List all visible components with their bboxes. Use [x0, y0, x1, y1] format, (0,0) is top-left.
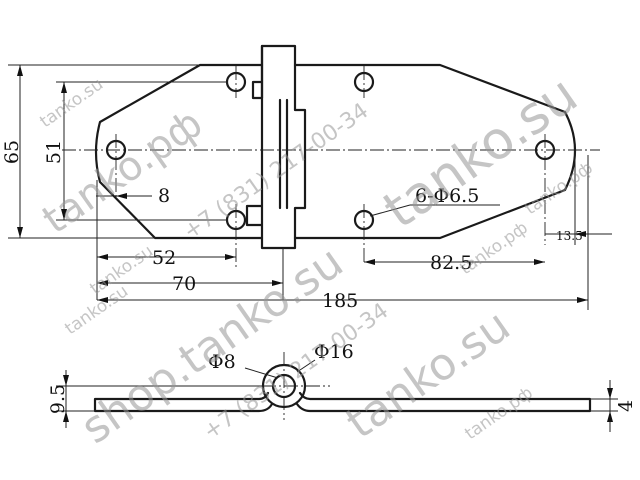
dim-70-arrow-left: [97, 280, 108, 286]
watermark-tanko-su-small-1: tanko.su: [36, 74, 107, 132]
dim-65-arrow-top: [17, 65, 23, 76]
dim-52-label: 52: [152, 247, 176, 269]
dim-9-5-arrow-bottom: [63, 411, 69, 422]
dim-4-arrow-top: [607, 388, 613, 399]
watermark-phone: +7 (831) 217-00-34: [179, 99, 373, 245]
knuckle-inner-lines: [278, 98, 289, 210]
side-view: Φ8 Φ16 9.5 4: [47, 341, 637, 432]
dim-51-arrow-bottom: [61, 209, 67, 220]
dim-185-label: 185: [322, 290, 358, 312]
dim-8-label: 8: [158, 185, 170, 207]
dim-4-label: 4: [615, 400, 637, 412]
dim-65-label: 65: [1, 140, 23, 164]
side-left-leaf: [93, 391, 274, 413]
dim-51-arrow-top: [61, 82, 67, 93]
knuckle-inner-top: [251, 44, 264, 100]
dim-185-arrow-left: [97, 297, 108, 303]
dim-82-5-label: 82.5: [430, 252, 472, 274]
dim-70-label: 70: [172, 273, 196, 295]
phi8-label: Φ8: [208, 351, 236, 373]
dim-4-arrow-bottom: [607, 411, 613, 422]
phi16-leader: [296, 359, 316, 373]
dim-82-5-arrow-left: [364, 259, 375, 265]
dim-82-5-arrow-right: [534, 259, 545, 265]
dim-9-5-arrow-top: [63, 375, 69, 386]
dim-51-label: 51: [43, 140, 65, 164]
phi16-label: Φ16: [314, 341, 354, 363]
holes-callout-leader: [369, 204, 411, 217]
watermarks: shop.tanko.su tanko.su tanko.рф tanko.su…: [34, 65, 596, 454]
dim-70-arrow-right: [272, 280, 283, 286]
dim-9-5-label: 9.5: [47, 384, 69, 414]
knuckle-outline: [245, 44, 307, 250]
top-view: 65 51 8 52 70 185 82.5: [1, 44, 612, 312]
dim-185-arrow-right: [577, 297, 588, 303]
watermark-tanko-rf-small-1: tanko.рф: [521, 158, 596, 219]
dim-8-arrow: [116, 193, 127, 199]
dim-13-5-label: 13.5: [556, 229, 583, 243]
dim-52-arrow-right: [225, 254, 236, 260]
dim-52-arrow-left: [97, 254, 108, 260]
dim-65-arrow-bottom: [17, 227, 23, 238]
holes-callout-label: 6-Φ6.5: [415, 185, 479, 207]
dim-13-5-arrow: [575, 231, 586, 237]
phi8-leader: [244, 367, 279, 379]
watermark-tanko-su-large: tanko.su: [373, 65, 588, 241]
watermark-tanko-rf-bottom: tanko.рф: [461, 383, 536, 444]
left-leaf-outline: [94, 63, 264, 240]
